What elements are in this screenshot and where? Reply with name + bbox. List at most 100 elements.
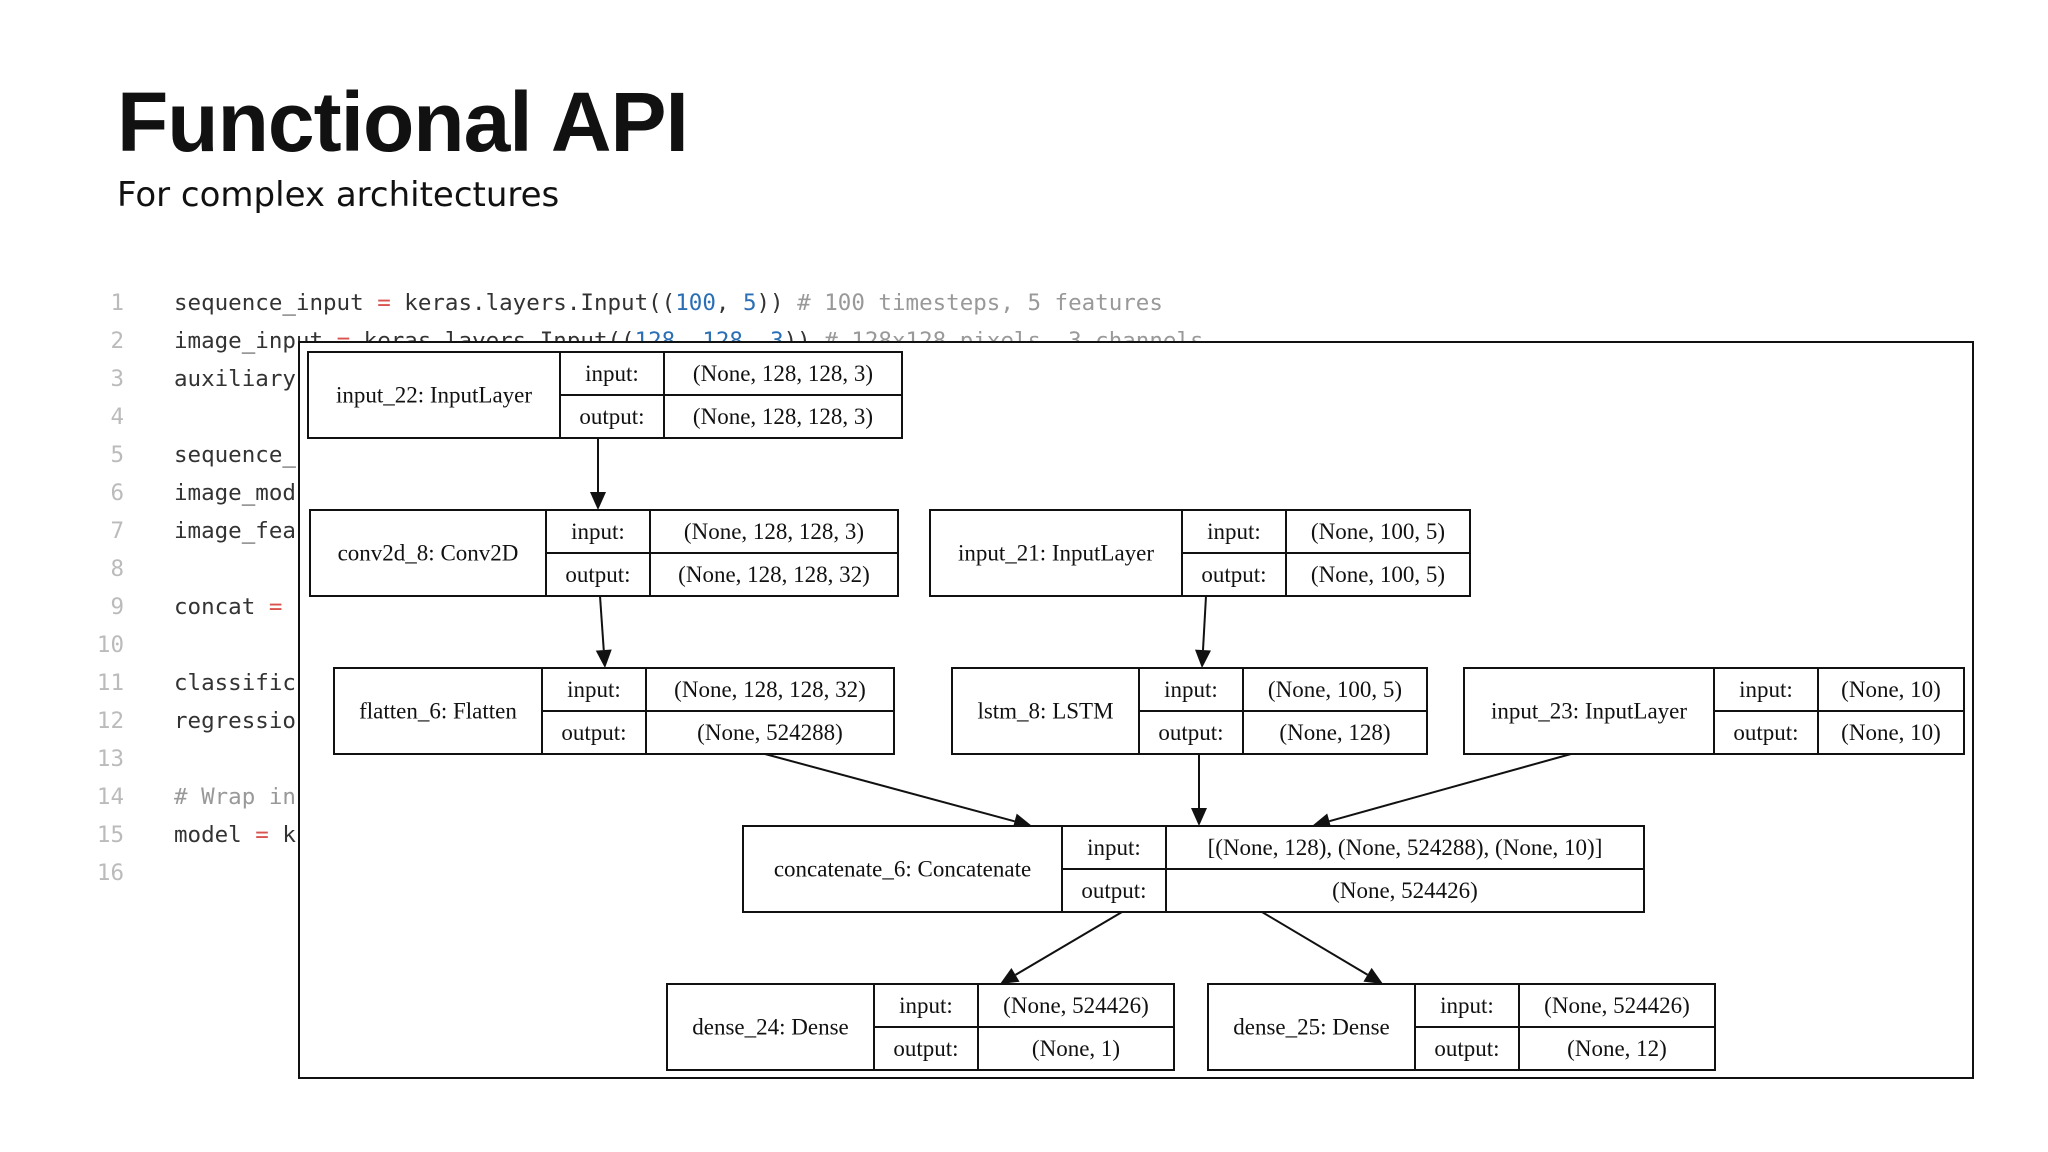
line-number: 10 xyxy=(96,632,124,658)
edge-input-23-to-concatenate-6 xyxy=(1312,753,1572,829)
layer-node-input-22: input_22: InputLayer input: output: (None, … xyxy=(307,351,903,439)
layer-name: concatenate_6: Concatenate xyxy=(774,857,1031,882)
arrow-head xyxy=(1363,967,1383,984)
layer-node-concatenate-6: concatenate_6: Concatenateinput:output:[… xyxy=(742,825,1645,913)
output-shape: (None, 10) xyxy=(1841,720,1941,745)
input-shape: (None, 524426) xyxy=(1544,993,1690,1018)
input-shape: (None, 524426) xyxy=(1003,993,1149,1018)
line-number: 9 xyxy=(110,594,124,620)
layer-node-input-21: input_21: InputLayerinput:output:(None, … xyxy=(929,509,1471,597)
edge-concatenate-6-to-dense-24 xyxy=(1000,911,1123,984)
edge-input-21-to-lstm-8 xyxy=(1195,595,1211,668)
input-port-label: input: xyxy=(1207,519,1261,544)
slide-title: Functional API xyxy=(117,75,689,169)
input-port-label: input: xyxy=(571,519,625,544)
code-line: 4 xyxy=(90,398,174,436)
edge-conv2d-8-to-flatten-6 xyxy=(595,595,612,668)
input-shape: (None, 128, 128, 3) xyxy=(693,361,873,386)
input-port-label: input: xyxy=(585,361,639,386)
line-number: 2 xyxy=(110,328,124,354)
input-shape: (None, 128, 128, 3) xyxy=(684,519,864,544)
code-line: 8 xyxy=(90,550,174,588)
layer-name: lstm_8: LSTM xyxy=(977,699,1113,724)
output-port-label: output: xyxy=(1733,720,1798,745)
edge-line xyxy=(1014,911,1123,976)
edge-flatten-6-to-concatenate-6 xyxy=(764,753,1032,830)
output-shape: (None, 1) xyxy=(1032,1036,1120,1061)
edge-line xyxy=(764,753,1015,823)
edge-line xyxy=(599,595,605,651)
output-port-label: output: xyxy=(1158,720,1223,745)
line-number: 13 xyxy=(96,746,124,772)
input-port-label: input: xyxy=(1164,677,1218,702)
line-number: 15 xyxy=(96,822,124,848)
layer-node-flatten-6: flatten_6: Flatten input: output: (None, 12… xyxy=(333,667,895,755)
edge-concatenate-6-to-dense-25 xyxy=(1261,911,1383,984)
line-number: 5 xyxy=(110,442,124,468)
line-number: 11 xyxy=(96,670,124,696)
layer-node-conv2d-8: conv2d_8: Conv2D input: output: (None, 128,… xyxy=(309,509,899,597)
edge-line xyxy=(1202,595,1207,651)
layer-name: input_22: InputLayer xyxy=(336,383,532,408)
arrow-head xyxy=(595,649,612,668)
layer-node-dense-24: dense_24: Dense input: output: (None, 52442… xyxy=(666,983,1175,1071)
line-number: 1 xyxy=(110,290,124,316)
output-shape: (None, 100, 5) xyxy=(1311,562,1445,587)
output-shape: (None, 128, 128, 3) xyxy=(693,404,873,429)
output-port-label: output: xyxy=(565,562,630,587)
line-number: 7 xyxy=(110,518,124,544)
layer-name: input_23: InputLayer xyxy=(1491,699,1687,724)
input-port-label: input: xyxy=(1739,677,1793,702)
line-number: 16 xyxy=(96,860,124,886)
model-graph-svg: input_22: InputLayer input: output: (None, … xyxy=(307,351,1965,1071)
code-line: 16 xyxy=(90,854,174,892)
layer-name: dense_24: Dense xyxy=(692,1015,849,1040)
input-shape: (None, 100, 5) xyxy=(1311,519,1445,544)
arrow-head xyxy=(1195,649,1211,668)
arrow-head xyxy=(1000,967,1020,984)
line-number: 6 xyxy=(110,480,124,506)
layer-name: conv2d_8: Conv2D xyxy=(338,541,519,566)
layer-node-input-23: input_23: InputLayer input: output: (None, … xyxy=(1463,667,1965,755)
output-port-label: output: xyxy=(561,720,626,745)
output-port-label: output: xyxy=(893,1036,958,1061)
input-shape: (None, 128, 128, 32) xyxy=(674,677,866,702)
slide-subtitle: For complex architectures xyxy=(117,175,560,215)
input-port-label: input: xyxy=(1440,993,1494,1018)
line-number: 8 xyxy=(110,556,124,582)
output-shape: (None, 524288) xyxy=(697,720,843,745)
output-port-label: output: xyxy=(579,404,644,429)
nodes: input_22: InputLayer input: output: (None, … xyxy=(307,351,1965,1071)
layer-name: flatten_6: Flatten xyxy=(359,699,517,724)
input-port-label: input: xyxy=(899,993,953,1018)
model-diagram: input_22: InputLayer input: output: (None, … xyxy=(298,341,1974,1079)
output-shape: (None, 524426) xyxy=(1332,878,1478,903)
output-port-label: output: xyxy=(1201,562,1266,587)
line-number: 4 xyxy=(110,404,124,430)
edge-input-22-to-conv2d-8 xyxy=(590,438,606,510)
line-number: 12 xyxy=(96,708,124,734)
code-line: 10 xyxy=(90,626,174,664)
arrow-head xyxy=(590,492,606,510)
arrow-head xyxy=(1191,808,1207,826)
layer-name: dense_25: Dense xyxy=(1233,1015,1390,1040)
output-shape: (None, 128) xyxy=(1279,720,1390,745)
code-line: 14# Wrap in xyxy=(90,778,296,816)
input-port-label: input: xyxy=(1087,835,1141,860)
edge-line xyxy=(1329,753,1572,823)
input-shape: [(None, 128), (None, 524288), (None, 10)… xyxy=(1208,835,1603,860)
edge-line xyxy=(1261,911,1369,976)
input-port-label: input: xyxy=(567,677,621,702)
